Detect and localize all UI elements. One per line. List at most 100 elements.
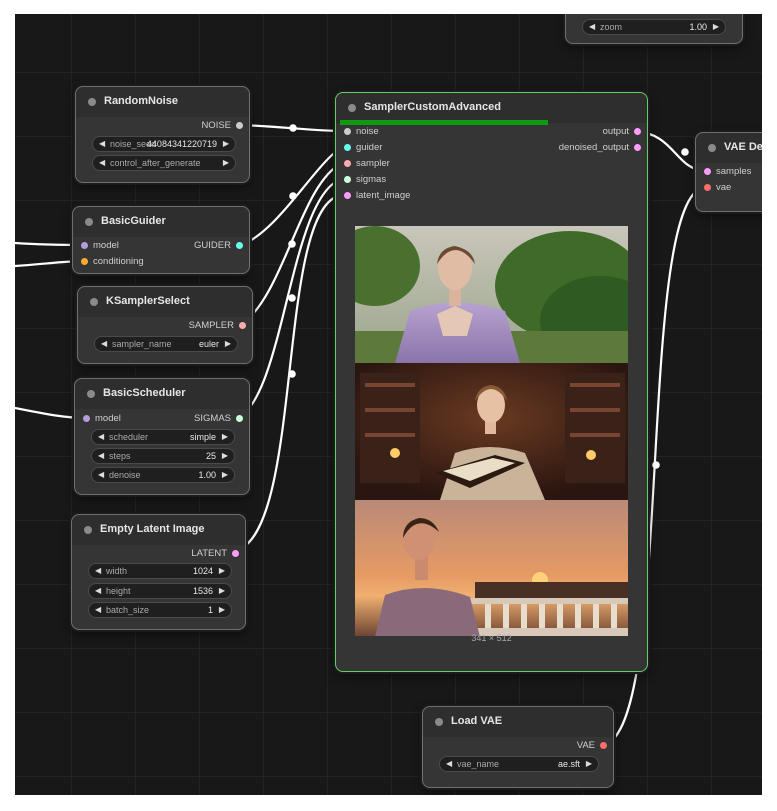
basic-guider-node[interactable]: BasicGuider model conditioning GUIDER [72,206,250,274]
slot-label: conditioning [93,256,144,267]
output-socket-icon[interactable] [600,742,607,749]
output-socket-icon[interactable] [634,128,641,135]
input-model[interactable]: model [77,239,119,253]
output-vae[interactable]: VAE [577,739,609,753]
input-sampler[interactable]: sampler [340,157,390,171]
node-header[interactable] [423,707,613,737]
input-socket-icon[interactable] [344,128,351,135]
increment-arrow-icon[interactable]: ▶ [222,158,229,167]
output-guider[interactable]: GUIDER [194,239,245,253]
image-preview[interactable] [355,226,628,636]
widget-label: sampler_name [112,339,172,349]
input-socket-icon[interactable] [344,176,351,183]
increment-arrow-icon[interactable]: ▶ [224,339,231,348]
output-denoised-output[interactable]: denoised_output [559,141,643,155]
collapse-dot-icon[interactable] [87,390,95,398]
input-socket-icon[interactable] [344,144,351,151]
output-output[interactable]: output [603,125,643,139]
decrement-arrow-icon[interactable]: ◀ [98,451,105,460]
increment-arrow-icon[interactable]: ▶ [218,566,225,575]
node-graph-canvas[interactable]: ◀ zoom 1.00 ▶ RandomNoise NOISE ◀ noise_… [15,14,762,795]
decrement-arrow-icon[interactable]: ◀ [95,605,102,614]
input-socket-icon[interactable] [83,415,90,422]
vae-decode-node[interactable]: VAE De samples vae [695,132,762,212]
input-latent-image[interactable]: latent_image [340,189,410,203]
output-socket-icon[interactable] [236,122,243,129]
decrement-arrow-icon[interactable]: ◀ [446,759,453,768]
node-header[interactable] [336,93,647,123]
collapse-dot-icon[interactable] [348,104,356,112]
zoom-widget[interactable]: ◀ zoom 1.00 ▶ [582,19,726,35]
input-socket-icon[interactable] [344,192,351,199]
sampler-name-widget[interactable]: ◀ sampler_name euler ▶ [94,336,238,352]
decrement-arrow-icon[interactable]: ◀ [95,586,102,595]
collapse-dot-icon[interactable] [84,526,92,534]
output-sigmas[interactable]: SIGMAS [194,412,245,426]
ksampler-select-node[interactable]: KSamplerSelect SAMPLER ◀ sampler_name eu… [77,286,253,364]
input-socket-icon[interactable] [704,184,711,191]
increment-arrow-icon[interactable]: ▶ [218,586,225,595]
input-conditioning[interactable]: conditioning [77,255,144,269]
decrement-arrow-icon[interactable]: ◀ [589,22,596,31]
sampler-custom-advanced-node[interactable]: SamplerCustomAdvanced noise guider sampl… [335,92,648,672]
vae-name-widget[interactable]: ◀ vae_name ae.sft ▶ [439,756,599,772]
collapse-dot-icon[interactable] [435,718,443,726]
input-socket-icon[interactable] [81,242,88,249]
input-samples[interactable]: samples [700,165,751,179]
increment-arrow-icon[interactable]: ▶ [221,470,228,479]
decrement-arrow-icon[interactable]: ◀ [101,339,108,348]
collapse-dot-icon[interactable] [90,298,98,306]
input-sigmas[interactable]: sigmas [340,173,386,187]
input-model[interactable]: model [79,412,121,426]
empty-latent-image-node[interactable]: Empty Latent Image LATENT ◀ width 1024 ▶… [71,514,246,630]
node-header[interactable] [696,133,762,163]
increment-arrow-icon[interactable]: ▶ [712,22,719,31]
increment-arrow-icon[interactable]: ▶ [221,451,228,460]
decrement-arrow-icon[interactable]: ◀ [99,139,106,148]
node-header[interactable] [73,207,249,237]
basic-scheduler-node[interactable]: BasicScheduler model SIGMAS ◀ scheduler … [74,378,250,495]
output-sampler[interactable]: SAMPLER [189,319,248,333]
node-header[interactable] [78,287,252,317]
height-widget[interactable]: ◀ height 1536 ▶ [88,583,232,599]
output-latent[interactable]: LATENT [191,547,241,561]
output-noise[interactable]: NOISE [201,119,245,133]
collapse-dot-icon[interactable] [85,218,93,226]
node-header[interactable] [75,379,249,409]
input-vae[interactable]: vae [700,181,731,195]
random-noise-node[interactable]: RandomNoise NOISE ◀ noise_seed 440843412… [75,86,250,183]
decrement-arrow-icon[interactable]: ◀ [99,158,106,167]
input-socket-icon[interactable] [81,258,88,265]
load-vae-node[interactable]: Load VAE VAE ◀ vae_name ae.sft ▶ [422,706,614,788]
slot-label: VAE [576,740,595,751]
increment-arrow-icon[interactable]: ▶ [222,139,229,148]
decrement-arrow-icon[interactable]: ◀ [95,566,102,575]
noise-seed-widget[interactable]: ◀ noise_seed 44084341220719 ▶ [92,136,236,152]
node-header[interactable] [72,515,245,545]
width-widget[interactable]: ◀ width 1024 ▶ [88,563,232,579]
output-socket-icon[interactable] [236,415,243,422]
scheduler-widget[interactable]: ◀ scheduler simple ▶ [91,429,235,445]
collapse-dot-icon[interactable] [708,144,716,152]
garden-scene-image [355,226,628,363]
output-socket-icon[interactable] [232,550,239,557]
collapse-dot-icon[interactable] [88,98,96,106]
output-socket-icon[interactable] [236,242,243,249]
output-socket-icon[interactable] [634,144,641,151]
node-header[interactable] [76,87,249,117]
zoom-node[interactable]: ◀ zoom 1.00 ▶ [565,14,743,44]
steps-widget[interactable]: ◀ steps 25 ▶ [91,448,235,464]
input-noise[interactable]: noise [340,125,379,139]
increment-arrow-icon[interactable]: ▶ [585,759,592,768]
denoise-widget[interactable]: ◀ denoise 1.00 ▶ [91,467,235,483]
output-socket-icon[interactable] [239,322,246,329]
increment-arrow-icon[interactable]: ▶ [218,605,225,614]
decrement-arrow-icon[interactable]: ◀ [98,470,105,479]
control-after-generate-widget[interactable]: ◀ control_after_generate ▶ [92,155,236,171]
batch-size-widget[interactable]: ◀ batch_size 1 ▶ [88,602,232,618]
input-socket-icon[interactable] [344,160,351,167]
input-guider[interactable]: guider [340,141,382,155]
decrement-arrow-icon[interactable]: ◀ [98,432,105,441]
increment-arrow-icon[interactable]: ▶ [221,432,228,441]
input-socket-icon[interactable] [704,168,711,175]
